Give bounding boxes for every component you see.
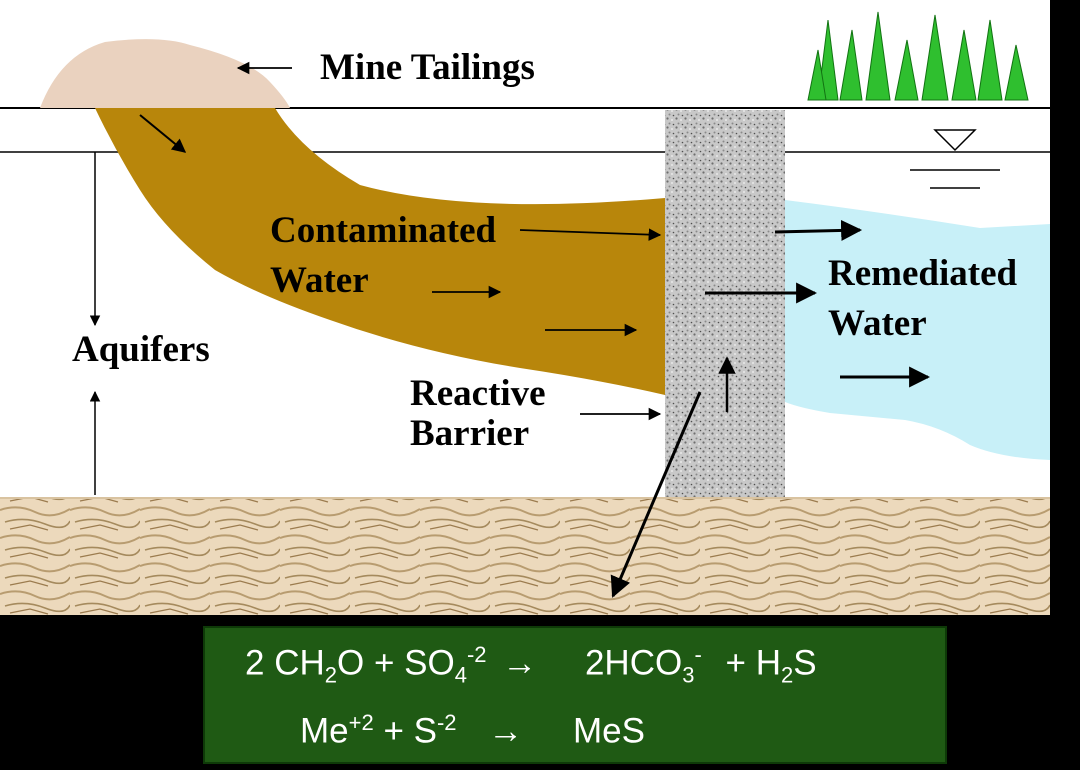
eq1-subscript: 4 [454,662,467,688]
trees-icon [807,11,1029,101]
flow-arrow [519,228,662,241]
bedrock-layer [0,498,1050,615]
eq1-superscript: - [694,642,702,667]
aquifer-diagram: Mine Tailings Contaminated Water Remedia… [0,0,1050,615]
remediated-water-label-line2: Water [828,303,927,344]
eq1-product: + H [725,643,781,683]
eq2-product: MeS [573,711,645,751]
eq1-term: O + SO [337,643,455,683]
eq2-superscript: +2 [348,710,374,735]
reactive-barrier-wall [665,110,785,498]
eq1-superscript: -2 [466,642,487,667]
eq1-product: 2HCO [584,643,683,683]
eq1-subscript: 2 [324,662,337,688]
flow-arrow [139,114,187,153]
eq1-subscript: 2 [780,662,794,688]
contaminated-water-label-line1: Contaminated [270,210,497,251]
contaminated-plume [95,108,665,395]
remediated-water-area [785,200,1050,460]
mine-tailings-label: Mine Tailings [320,47,535,88]
reactive-barrier-label-line2: Barrier [410,413,530,454]
diagram-graphics [0,11,1050,615]
equation-metal-precipitation: Me+2 + S-2 → MeS [300,710,645,752]
reactive-barrier-label-line1: Reactive [410,373,546,414]
eq2-term: Me [300,711,349,751]
eq1-product: S [793,643,817,683]
reaction-equations-box: 2 CH2O + SO4-2 → 2HCO3- + H2S Me+2 + S-2… [203,626,947,764]
aquifers-label: Aquifers [72,329,210,370]
reaction-pointer-arrow [610,391,702,598]
eq2-term: + S [383,711,437,751]
contaminated-water-label-line2: Water [270,260,369,301]
eq1-term: 2 CH [245,643,325,683]
equation-sulfate-reduction: 2 CH2O + SO4-2 → 2HCO3- + H2S [245,642,817,689]
reaction-arrow: → [488,711,524,751]
flow-arrow [774,219,863,241]
remediated-water-label-line1: Remediated [828,253,1018,294]
eq2-superscript: -2 [436,710,457,735]
reaction-arrow: → [502,643,538,683]
eq1-subscript: 3 [682,662,695,688]
mine-tailings-pile [40,39,290,108]
water-table-symbol-icon [910,129,1000,189]
